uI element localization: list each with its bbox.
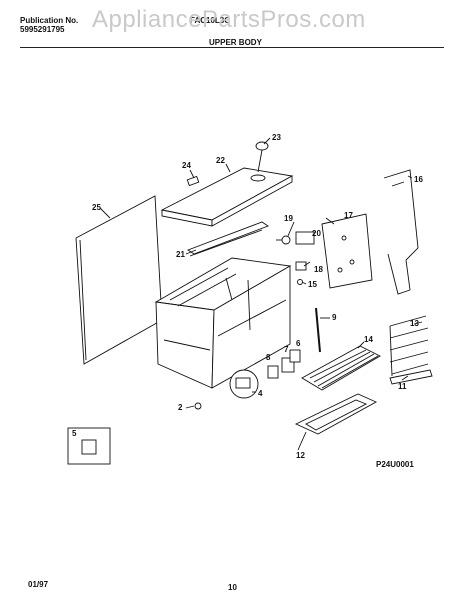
callout-2: 2 [178,403,183,412]
callout-23: 23 [272,133,281,142]
drawing-code: P24U0001 [376,460,414,469]
callout-8: 8 [266,353,271,362]
publication-number: 5995291795 [20,25,65,34]
callout-20: 20 [312,229,321,238]
callout-11: 11 [398,382,407,391]
page-number: 10 [228,583,237,592]
terminal-part [295,261,307,271]
leader-lines [99,137,423,451]
relay-part [295,231,315,245]
drain-tray-part [294,393,378,435]
rail-part [187,221,269,257]
cabinet-body-part [154,257,292,389]
footer-date: 01/97 [28,580,49,589]
rail-bottom-part [389,369,433,385]
callout-21: 21 [176,250,185,259]
section-title: UPPER BODY [209,38,262,47]
callout-25: 25 [92,203,101,212]
callout-24: 24 [182,161,191,170]
detail-circle-part [229,369,259,399]
small-bracket-part [267,365,279,379]
rod-part [315,307,321,353]
callout-6: 6 [296,339,301,348]
fastener-part [194,402,202,410]
callout-9: 9 [332,313,337,322]
callout-19: 19 [284,214,293,223]
cap-part [255,141,269,173]
callout-17: 17 [344,211,353,220]
screw-part [297,279,303,285]
header-divider [20,47,444,48]
callout-13: 13 [410,319,419,328]
watermark: AppliancePartsPros.com [92,6,366,33]
coil-part [389,315,429,377]
callout-4: 4 [258,389,263,398]
side-panel-part [75,195,163,365]
inset-detail-box [67,427,111,465]
model-number: FAC10L3C [190,16,231,25]
publication-label: Publication No. [20,16,79,25]
small-clip-part [289,349,301,363]
clip-part [186,175,200,187]
callout-22: 22 [216,156,225,165]
side-bracket-part [383,169,419,295]
top-cover-part [160,167,294,227]
callout-18: 18 [314,265,323,274]
callout-16: 16 [414,175,423,184]
capacitor-part [276,235,291,245]
rack-part [301,345,381,391]
callout-14: 14 [364,335,373,344]
control-bracket-part [321,213,373,289]
callout-15: 15 [308,280,317,289]
callout-5: 5 [72,429,77,438]
callout-12: 12 [296,451,305,460]
callout-7: 7 [284,345,289,354]
